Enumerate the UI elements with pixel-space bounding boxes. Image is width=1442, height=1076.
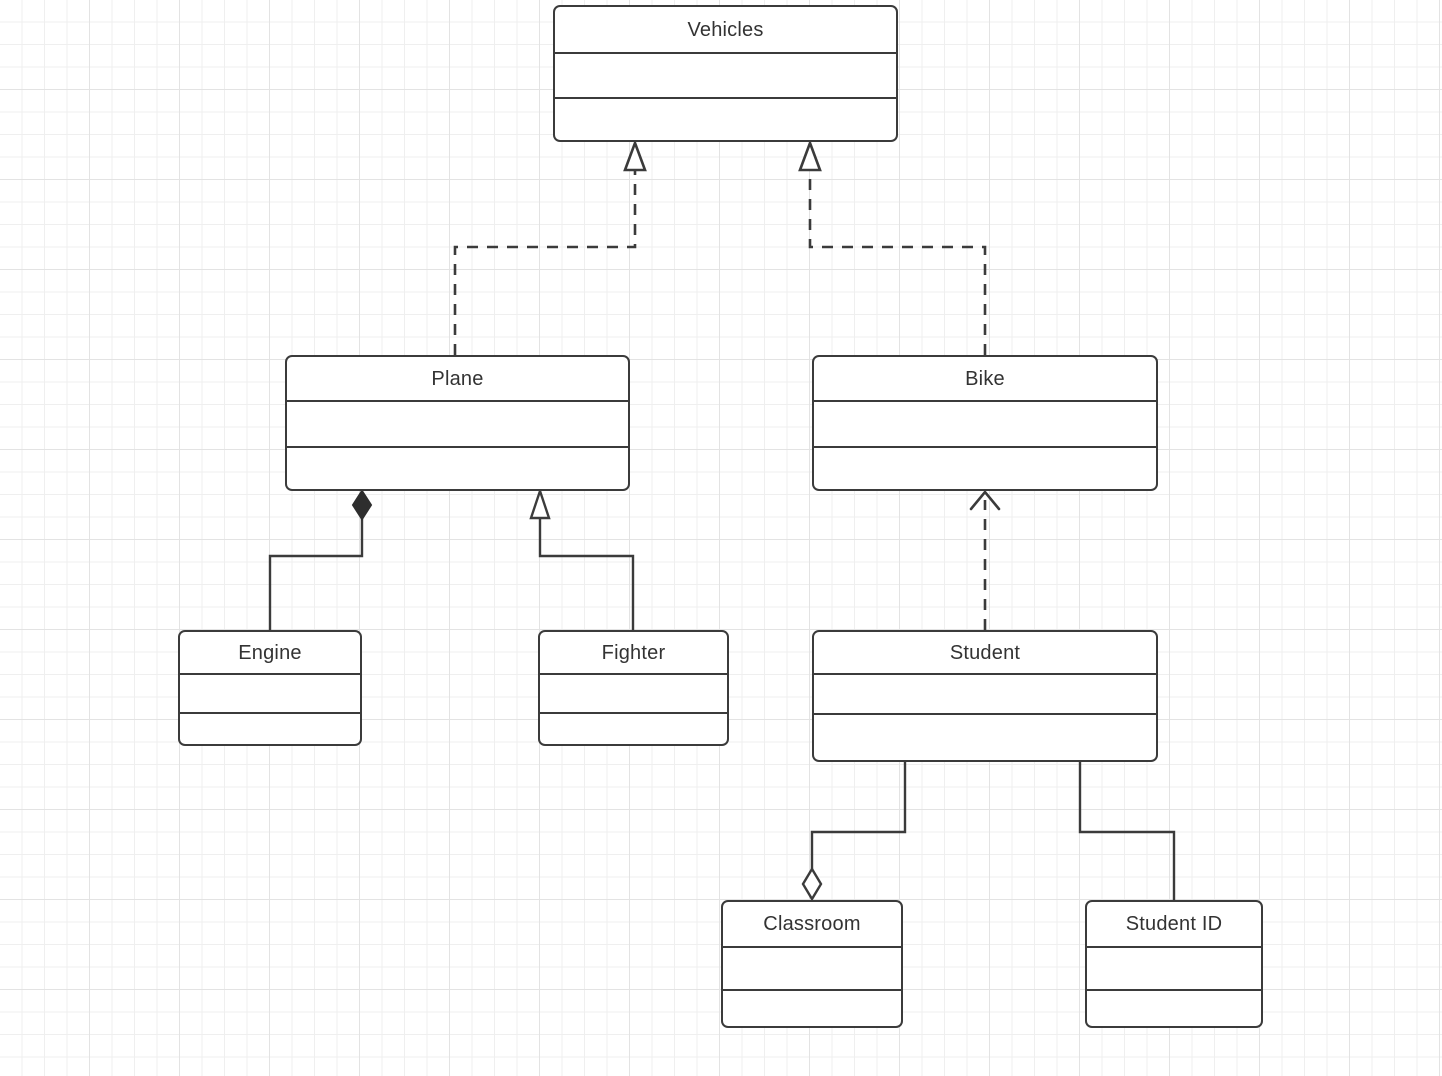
class-attributes-plane bbox=[287, 402, 628, 448]
edge-student-depends-bike[interactable] bbox=[969, 489, 1001, 630]
class-box-engine[interactable]: Engine bbox=[178, 630, 362, 746]
class-operations-bike bbox=[814, 448, 1156, 489]
class-attributes-student bbox=[814, 675, 1156, 715]
edge-plane-realizes-vehicles[interactable] bbox=[453, 139, 647, 355]
class-box-student[interactable]: Student bbox=[812, 630, 1158, 762]
edge-plane-composes-engine[interactable] bbox=[268, 489, 373, 630]
class-title-fighter: Fighter bbox=[540, 632, 727, 675]
class-box-vehicles[interactable]: Vehicles bbox=[553, 5, 898, 142]
class-operations-fighter bbox=[540, 714, 727, 744]
edge-bike-realizes-vehicles[interactable] bbox=[798, 139, 987, 355]
class-box-classroom[interactable]: Classroom bbox=[721, 900, 903, 1028]
class-attributes-student-id bbox=[1087, 948, 1261, 991]
class-attributes-classroom bbox=[723, 948, 901, 991]
class-attributes-engine bbox=[180, 675, 360, 714]
class-operations-plane bbox=[287, 448, 628, 489]
class-operations-classroom bbox=[723, 991, 901, 1026]
class-box-bike[interactable]: Bike bbox=[812, 355, 1158, 491]
class-title-student-id: Student ID bbox=[1087, 902, 1261, 948]
class-box-plane[interactable]: Plane bbox=[285, 355, 630, 491]
class-operations-student bbox=[814, 715, 1156, 760]
class-title-engine: Engine bbox=[180, 632, 360, 675]
class-box-fighter[interactable]: Fighter bbox=[538, 630, 729, 746]
class-attributes-fighter bbox=[540, 675, 727, 714]
edge-student-association-studentid[interactable] bbox=[1078, 762, 1176, 900]
edge-student-aggregates-classroom[interactable] bbox=[801, 762, 907, 902]
class-operations-student-id bbox=[1087, 991, 1261, 1026]
class-title-bike: Bike bbox=[814, 357, 1156, 402]
class-title-plane: Plane bbox=[287, 357, 628, 402]
edge-fighter-generalizes-plane[interactable] bbox=[529, 487, 635, 630]
class-box-student-id[interactable]: Student ID bbox=[1085, 900, 1263, 1028]
class-title-student: Student bbox=[814, 632, 1156, 675]
class-operations-vehicles bbox=[555, 99, 896, 140]
class-attributes-vehicles bbox=[555, 54, 896, 99]
class-title-classroom: Classroom bbox=[723, 902, 901, 948]
class-attributes-bike bbox=[814, 402, 1156, 448]
class-title-vehicles: Vehicles bbox=[555, 7, 896, 54]
class-operations-engine bbox=[180, 714, 360, 744]
